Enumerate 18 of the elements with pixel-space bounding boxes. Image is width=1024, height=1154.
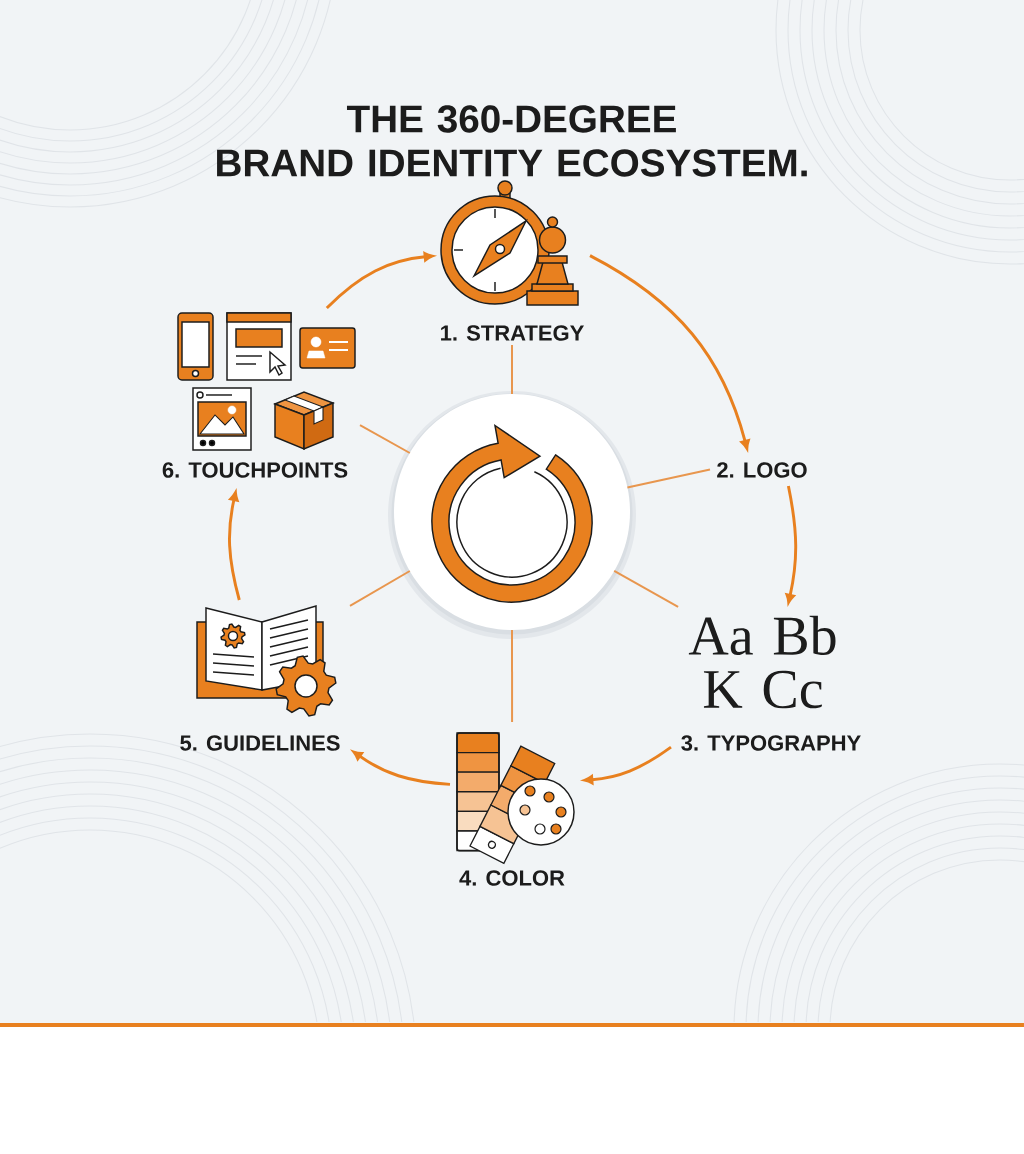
step-label: 6. TOUCHPOINTS [162, 462, 348, 478]
connector-line [511, 344, 514, 395]
arrow [589, 254, 750, 450]
step-label: 4. COLOR [459, 870, 565, 886]
title: THE 360-DEGREE BRAND IDENTITY ECOSYSTEM. [217, 105, 807, 177]
step-label: 1. STRATEGY [441, 325, 584, 341]
step-label: 2. LOGO [717, 462, 807, 478]
step-label: 5. GUIDELINES [180, 735, 340, 751]
connector-line [511, 629, 514, 723]
arrow [785, 485, 798, 604]
arrow [325, 252, 434, 310]
connector-line [613, 570, 680, 608]
connector-line [626, 468, 711, 489]
type-specimen: Aa Bb K Cc [688, 615, 836, 709]
connector-line [359, 424, 411, 454]
step-label: 3. TYPOGRAPHY [681, 735, 861, 751]
arrow [352, 750, 451, 786]
connector-line [349, 570, 411, 607]
